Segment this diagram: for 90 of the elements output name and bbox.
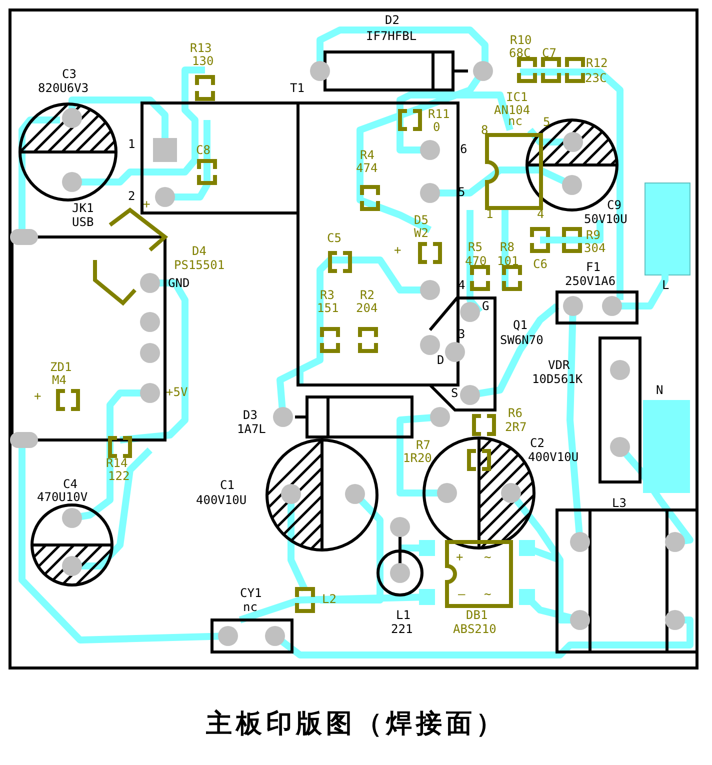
component-label: R2	[360, 289, 374, 302]
component-label: R10	[510, 34, 532, 47]
component-label: 250V1A6	[565, 275, 616, 288]
component-label: VDR	[548, 359, 570, 372]
component-label: +	[456, 551, 464, 564]
component-label: +5V	[166, 386, 188, 399]
component-label: nc	[508, 115, 522, 128]
component-label: AN104	[494, 104, 530, 117]
component-label: 820U6V3	[38, 82, 89, 95]
component-label: C9	[607, 199, 622, 212]
component-label: R3	[320, 289, 334, 302]
component-label: +	[394, 244, 402, 257]
component-label: 68C	[509, 47, 531, 60]
component-label: 4	[537, 208, 544, 221]
component-label: L2	[322, 593, 336, 606]
component-label: C5	[327, 232, 342, 245]
component-label: 101	[497, 255, 519, 268]
component-label: C1	[220, 479, 234, 492]
component-label: 122	[108, 470, 130, 483]
component-label: 470U10V	[37, 491, 88, 504]
component-label: R12	[586, 57, 608, 70]
component-label: 50V10U	[584, 213, 628, 226]
component-label: C2	[530, 437, 544, 450]
component-label: 474	[356, 162, 378, 175]
component-label: +	[34, 390, 42, 403]
component-label: 470	[465, 255, 487, 268]
component-label: 204	[356, 302, 378, 315]
component-label: R11	[428, 108, 450, 121]
component-label: D	[437, 354, 444, 367]
component-label: S	[451, 387, 458, 400]
component-label: 1R20	[403, 452, 432, 465]
component-label: D2	[385, 14, 400, 27]
component-label: +	[143, 198, 150, 211]
component-label: L1	[396, 609, 410, 622]
component-label: R4	[360, 149, 374, 162]
component-label: 2R7	[505, 421, 527, 434]
component-label: –	[458, 588, 466, 601]
component-label: 400V10U	[196, 494, 247, 507]
component-label: USB	[72, 216, 94, 229]
component-label: R6	[508, 407, 522, 420]
component-label: M4	[52, 374, 66, 387]
component-label: 6	[460, 143, 468, 156]
component-label: N	[656, 384, 664, 397]
component-label: Q1	[513, 319, 528, 332]
component-label: ABS210	[453, 623, 496, 636]
component-label: SW6N70	[500, 334, 544, 347]
component-label: C6	[533, 258, 548, 271]
title: 主板印版图（焊接面）	[205, 708, 507, 741]
component-label: DB1	[466, 609, 488, 622]
component-label: IF7HFBL	[366, 30, 417, 43]
component-label: R14	[106, 457, 128, 470]
component-label: W2	[414, 227, 428, 240]
component-label: nc	[243, 601, 258, 614]
component-label: C8	[196, 144, 210, 157]
component-label: IC1	[506, 91, 528, 104]
component-label: CY1	[240, 587, 262, 600]
component-label: JK1	[72, 202, 94, 215]
component-label: 10D561K	[532, 373, 583, 386]
component-label: 304	[584, 242, 606, 255]
component-label: C3	[62, 68, 76, 81]
component-label: 151	[317, 302, 339, 315]
component-label: ~	[484, 551, 492, 564]
component-label: C4	[63, 478, 78, 491]
component-label: 1A7L	[237, 423, 266, 436]
component-label: R7	[416, 439, 430, 452]
component-label: R9	[586, 229, 600, 242]
component-label: D4	[192, 245, 206, 258]
component-label: 1	[128, 138, 136, 151]
component-label: 2	[128, 190, 136, 203]
component-label: G	[482, 300, 490, 313]
component-label: 5	[543, 116, 550, 129]
component-label: D3	[243, 409, 258, 422]
component-label: PS15501	[174, 259, 225, 272]
component-label: D5	[414, 214, 428, 227]
component-label: T1	[290, 82, 304, 95]
component-label: 130	[192, 55, 214, 68]
component-label: R8	[500, 241, 514, 254]
component-label: 221	[391, 623, 413, 636]
component-label: R13	[190, 42, 212, 55]
component-label: GND	[168, 277, 190, 290]
component-label: L3	[612, 497, 626, 510]
component-label: 23C	[585, 72, 607, 85]
component-label: R5	[468, 241, 482, 254]
component-label: 0	[433, 121, 440, 134]
component-label: ~	[484, 588, 492, 601]
component-label: L	[662, 279, 670, 292]
component-label: C7	[542, 47, 556, 60]
component-label: ZD1	[50, 361, 72, 374]
component-label: F1	[586, 261, 600, 274]
component-label: 400V10U	[528, 451, 579, 464]
